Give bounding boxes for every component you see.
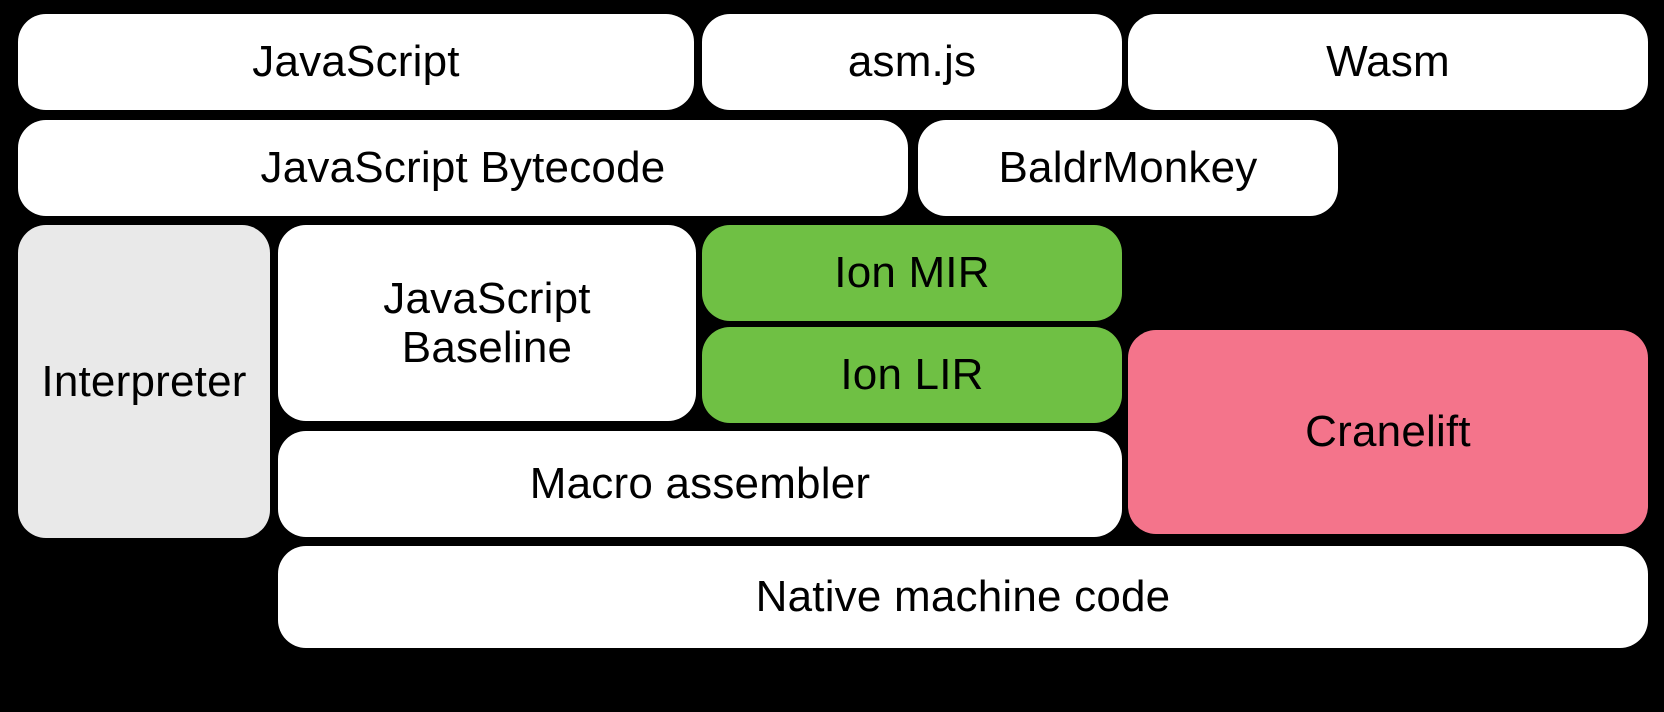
node-native-machine-code: Native machine code <box>278 546 1648 648</box>
node-ion-mir: Ion MIR <box>702 225 1122 321</box>
node-asmjs: asm.js <box>702 14 1122 110</box>
node-ion-lir: Ion LIR <box>702 327 1122 423</box>
node-javascript: JavaScript <box>18 14 694 110</box>
node-baldrmonkey: BaldrMonkey <box>918 120 1338 216</box>
node-macro-assembler: Macro assembler <box>278 431 1122 537</box>
node-interpreter: Interpreter <box>18 225 270 538</box>
node-wasm: Wasm <box>1128 14 1648 110</box>
node-cranelift: Cranelift <box>1128 330 1648 534</box>
node-javascript-baseline: JavaScript Baseline <box>278 225 696 421</box>
node-js-bytecode: JavaScript Bytecode <box>18 120 908 216</box>
